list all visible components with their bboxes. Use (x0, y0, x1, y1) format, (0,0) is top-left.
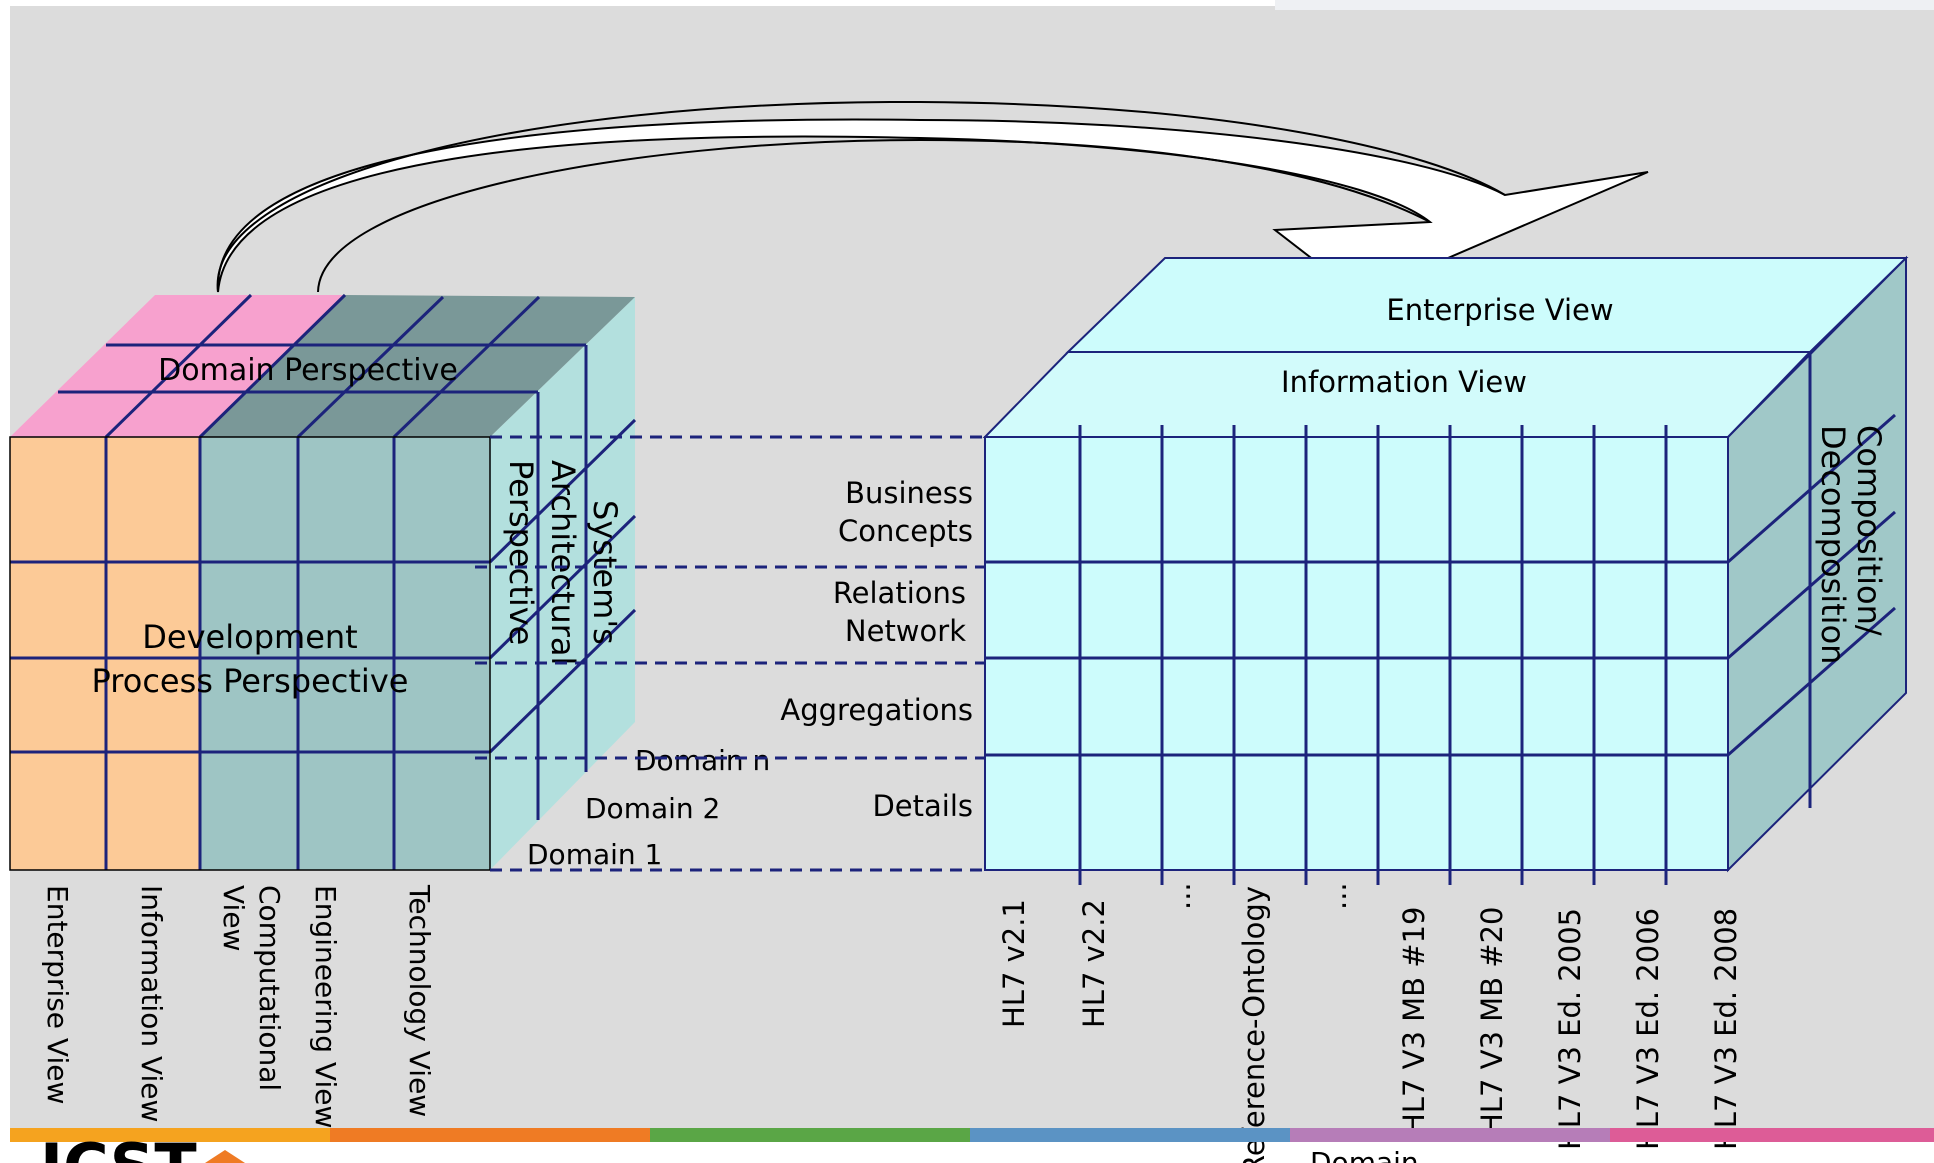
version-label-1: HL7 v2.2 (1077, 899, 1111, 1028)
composition-decomposition-label: Composition/ Decomposition (1814, 425, 1888, 664)
business-label-line2: Concepts (838, 514, 973, 548)
footer-color-bar (10, 1128, 1934, 1142)
domain-n-label: Domain n (635, 744, 770, 777)
version-label-2: ... (1163, 882, 1197, 910)
details-label: Details (872, 789, 973, 823)
left-cube (9, 293, 637, 871)
svg-text:Architectural: Architectural (544, 460, 582, 665)
engineering-view-label: Engineering View (309, 885, 342, 1128)
left-cube-grid (10, 293, 637, 870)
right-cube-grid (985, 352, 1896, 885)
curved-arrow (216, 118, 1649, 293)
dashed-connectors (475, 435, 985, 872)
information-view-label: Information View (135, 885, 168, 1122)
information-view-top-label: Information View (1281, 365, 1527, 399)
curved-arrow-inner-edge (317, 138, 1431, 293)
business-label-line1: Business (845, 476, 973, 510)
aggregations-label: Aggregations (780, 693, 973, 727)
left-cube-side-face (490, 297, 635, 870)
enterprise-view-top-label: Enterprise View (1386, 293, 1613, 327)
computational-view-label-line2: View (217, 885, 250, 951)
top-right-strip (1275, 0, 1934, 10)
version-label-6: HL7 V3 MB #20 (1475, 907, 1509, 1135)
enterprise-view-label: Enterprise View (41, 885, 74, 1104)
relations-label-line2: Network (845, 614, 966, 648)
domain-1-label: Domain 1 (527, 838, 662, 871)
version-label-7: HL7 V3 Ed. 2005 (1553, 908, 1587, 1150)
domain-perspective-label: Domain Perspective (158, 353, 458, 388)
relations-label-line1: Relations (833, 576, 966, 610)
right-cube (982, 255, 1909, 885)
version-label-8: HL7 V3 Ed. 2006 (1631, 908, 1665, 1150)
version-label-9: HL7 V3 Ed. 2008 (1709, 908, 1743, 1150)
right-cube-front-face (984, 436, 1729, 871)
version-label-3: Reference-Ontology (1237, 886, 1271, 1163)
computational-view-label-line1: Computational (253, 885, 286, 1091)
svg-text:System's: System's (586, 500, 624, 645)
version-label-5: HL7 V3 MB #19 (1397, 907, 1431, 1135)
development-label-line1: Development (142, 618, 357, 656)
svg-text:Perspective: Perspective (502, 460, 540, 645)
version-labels: HL7 v2.1 HL7 v2.2 ... Reference-Ontology… (997, 882, 1743, 1163)
left-view-labels: Enterprise View Information View Computa… (41, 884, 436, 1128)
left-cube-front-teal (200, 437, 490, 870)
domain-2-label: Domain 2 (585, 792, 720, 825)
svg-text:Composition/: Composition/ (1850, 425, 1888, 636)
curved-arrow-outer-edge (216, 100, 1506, 293)
version-label-0: HL7 v2.1 (997, 899, 1031, 1028)
row-labels: Business Concepts Relations Network Aggr… (780, 476, 973, 823)
footer-logo-text: ICST (40, 1130, 197, 1163)
svg-text:Decomposition: Decomposition (1814, 425, 1852, 664)
version-label-4: ... (1319, 882, 1353, 910)
technology-view-label: Technology View (403, 884, 436, 1117)
architectural-perspective-label: System's Architectural Perspective (502, 460, 624, 665)
footer-partial-text: Domain (1310, 1146, 1419, 1163)
development-label-line2: Process Perspective (92, 662, 409, 700)
footer-logo-mark (205, 1150, 245, 1163)
